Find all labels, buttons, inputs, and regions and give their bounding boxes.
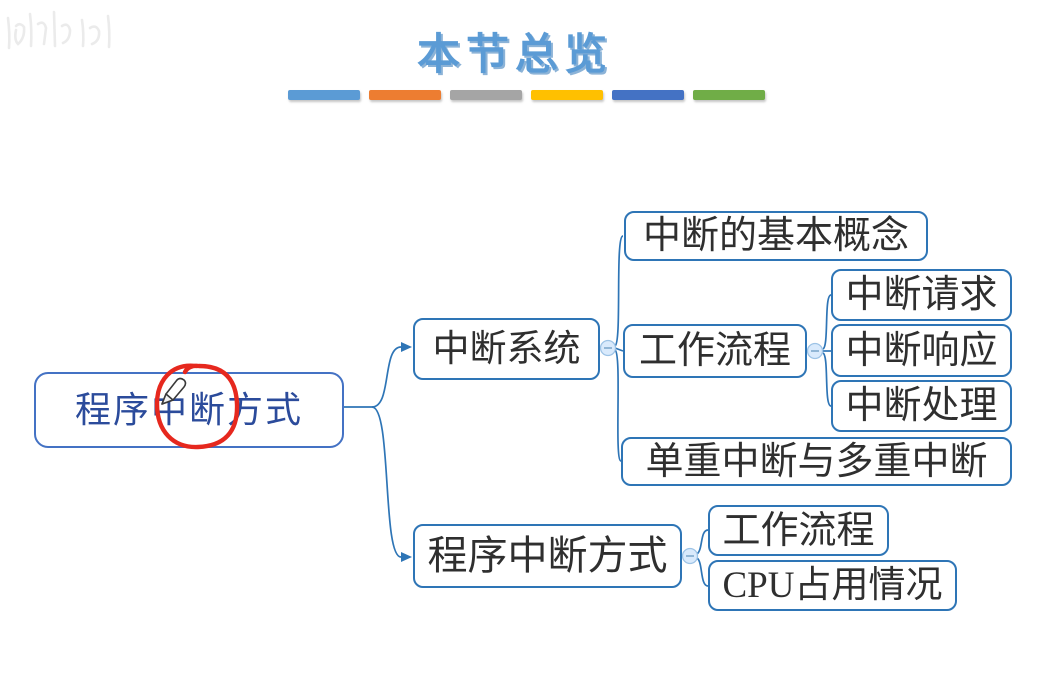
collapse-button[interactable] bbox=[681, 547, 699, 565]
section-title: 本节总览 bbox=[417, 32, 613, 79]
node-interrupt-system[interactable]: 中断系统 bbox=[413, 318, 600, 380]
arrowhead-icon bbox=[401, 342, 412, 352]
accent-dash bbox=[531, 90, 603, 100]
accent-dash bbox=[369, 90, 441, 100]
accent-dash bbox=[450, 90, 522, 100]
node-interrupt-handling[interactable]: 中断处理 bbox=[831, 380, 1012, 432]
watermark bbox=[6, 10, 111, 50]
node-cpu-usage[interactable]: CPU占用情况 bbox=[708, 560, 957, 611]
node-basic-concepts[interactable]: 中断的基本概念 bbox=[624, 211, 928, 261]
collapse-button[interactable] bbox=[599, 339, 617, 357]
node-interrupt-request[interactable]: 中断请求 bbox=[831, 269, 1012, 321]
node-root-program-interrupt[interactable]: 程序中断方式 bbox=[34, 372, 344, 448]
node-workflow-program[interactable]: 工作流程 bbox=[708, 505, 889, 556]
accent-dash bbox=[288, 90, 360, 100]
collapse-button[interactable] bbox=[806, 342, 824, 360]
node-program-interrupt[interactable]: 程序中断方式 bbox=[413, 524, 682, 588]
node-interrupt-response[interactable]: 中断响应 bbox=[831, 324, 1012, 377]
accent-dash bbox=[612, 90, 684, 100]
arrowhead-icon bbox=[401, 552, 412, 562]
node-workflow-system[interactable]: 工作流程 bbox=[623, 324, 807, 378]
node-single-vs-multiple[interactable]: 单重中断与多重中断 bbox=[621, 437, 1012, 486]
accent-dash bbox=[693, 90, 765, 100]
accent-dashes bbox=[288, 90, 765, 100]
